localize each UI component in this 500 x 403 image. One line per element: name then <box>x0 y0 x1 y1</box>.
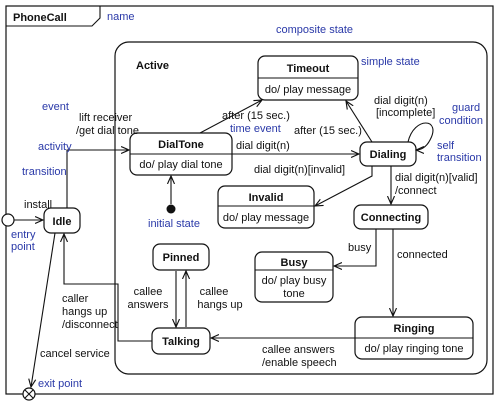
transition-caller-label-1: caller <box>62 293 89 305</box>
transition-after-left-label: after (15 sec.) <box>222 110 290 122</box>
entry-point-symbol <box>1 213 15 227</box>
initial-state-dot <box>166 204 176 214</box>
transition-cancel-service <box>31 232 56 387</box>
transition-dialing-timeout <box>346 101 373 143</box>
state-pinned-name: Pinned <box>163 252 200 264</box>
state-busy-name: Busy <box>281 257 309 269</box>
annotation-time-event: time event <box>230 123 281 135</box>
state-idle: Idle <box>43 207 81 234</box>
transition-dial-digit-label: dial digit(n) <box>236 140 290 152</box>
transition-caller-hangs-up <box>64 234 152 342</box>
state-talking-name: Talking <box>162 336 200 348</box>
transition-busy <box>334 229 377 266</box>
state-busy: Busy do/ play busy tone <box>254 251 334 303</box>
state-connecting: Connecting <box>353 204 429 230</box>
state-ringing-name: Ringing <box>394 323 435 335</box>
annotation-event: event <box>42 101 69 113</box>
transition-callee-hangs-2: hangs up <box>197 299 242 311</box>
transition-caller-label-2: hangs up <box>62 306 107 318</box>
annotation-name: name <box>107 11 135 23</box>
transition-callee-answers-1: callee <box>134 286 163 298</box>
transition-dial-invalid-label: dial digit(n)[invalid] <box>254 164 345 176</box>
transition-self-dialing <box>407 122 434 150</box>
annotation-transition: transition <box>22 166 67 178</box>
state-ringing-activity: do/ play ringing tone <box>364 343 463 355</box>
state-invalid-activity: do/ play message <box>223 212 309 224</box>
annotation-guard-1: guard <box>452 102 480 114</box>
transition-lift-label-1: lift receiver <box>79 112 133 124</box>
transition-cancel-label: cancel service <box>40 348 110 360</box>
state-ringing: Ringing do/ play ringing tone <box>354 316 474 360</box>
state-invalid-name: Invalid <box>249 192 284 204</box>
annotation-self-1: self <box>437 140 455 152</box>
state-talking: Talking <box>151 327 211 355</box>
transition-dialtone-timeout <box>199 100 262 134</box>
state-connecting-name: Connecting <box>361 212 422 224</box>
annotation-entry-2: point <box>11 241 35 253</box>
transition-dial-invalid <box>315 166 373 206</box>
transition-lift-receiver <box>66 150 129 208</box>
transition-valid-label-2: /connect <box>395 185 437 197</box>
transition-callee-answers-2: answers <box>128 299 169 311</box>
state-idle-name: Idle <box>53 216 72 228</box>
composite-name: Active <box>136 60 169 72</box>
transition-after-right-label: after (15 sec.) <box>294 125 362 137</box>
annotation-composite-state: composite state <box>276 24 353 36</box>
state-dialing-name: Dialing <box>370 149 407 161</box>
transition-caller-label-3: /disconnect <box>62 319 118 331</box>
annotation-initial-state: initial state <box>148 218 200 230</box>
transition-valid-label-1: dial digit(n)[valid] <box>395 172 478 184</box>
transition-install-label: install <box>24 199 52 211</box>
exit-point-cross <box>24 389 34 399</box>
annotation-self-2: transition <box>437 152 482 164</box>
state-busy-activity-2: tone <box>283 288 304 300</box>
transition-enable-label-1: callee answers <box>262 344 335 356</box>
transition-enable-label-2: /enable speech <box>262 357 337 369</box>
transition-incomplete-label-2: [incomplete] <box>376 107 435 119</box>
transition-callee-hangs-1: callee <box>200 286 229 298</box>
state-busy-activity-1: do/ play busy <box>262 275 327 287</box>
state-dialing: Dialing <box>359 141 417 167</box>
transition-incomplete-label-1: dial digit(n) <box>374 95 428 107</box>
annotation-entry-1: entry <box>11 229 36 241</box>
annotation-exit-point: exit point <box>38 378 82 390</box>
transition-connected-label: connected <box>397 249 448 261</box>
frame-title: PhoneCall <box>13 12 67 24</box>
state-pinned: Pinned <box>152 243 210 271</box>
transition-lift-label-2: /get dial tone <box>76 125 139 137</box>
state-dialtone: DialTone do/ play dial tone <box>129 132 233 176</box>
state-timeout: Timeout do/ play message <box>257 55 359 101</box>
state-timeout-activity: do/ play message <box>265 84 351 96</box>
annotation-activity: activity <box>38 141 72 153</box>
frame-tab <box>6 6 101 27</box>
annotation-simple-state: simple state <box>361 56 420 68</box>
state-timeout-name: Timeout <box>287 63 330 75</box>
transition-busy-label: busy <box>348 242 372 254</box>
state-invalid: Invalid do/ play message <box>217 185 315 229</box>
state-dialtone-name: DialTone <box>158 139 204 151</box>
state-dialtone-activity: do/ play dial tone <box>139 159 222 171</box>
annotation-guard-2: condition <box>439 115 483 127</box>
outer-frame <box>5 5 494 395</box>
